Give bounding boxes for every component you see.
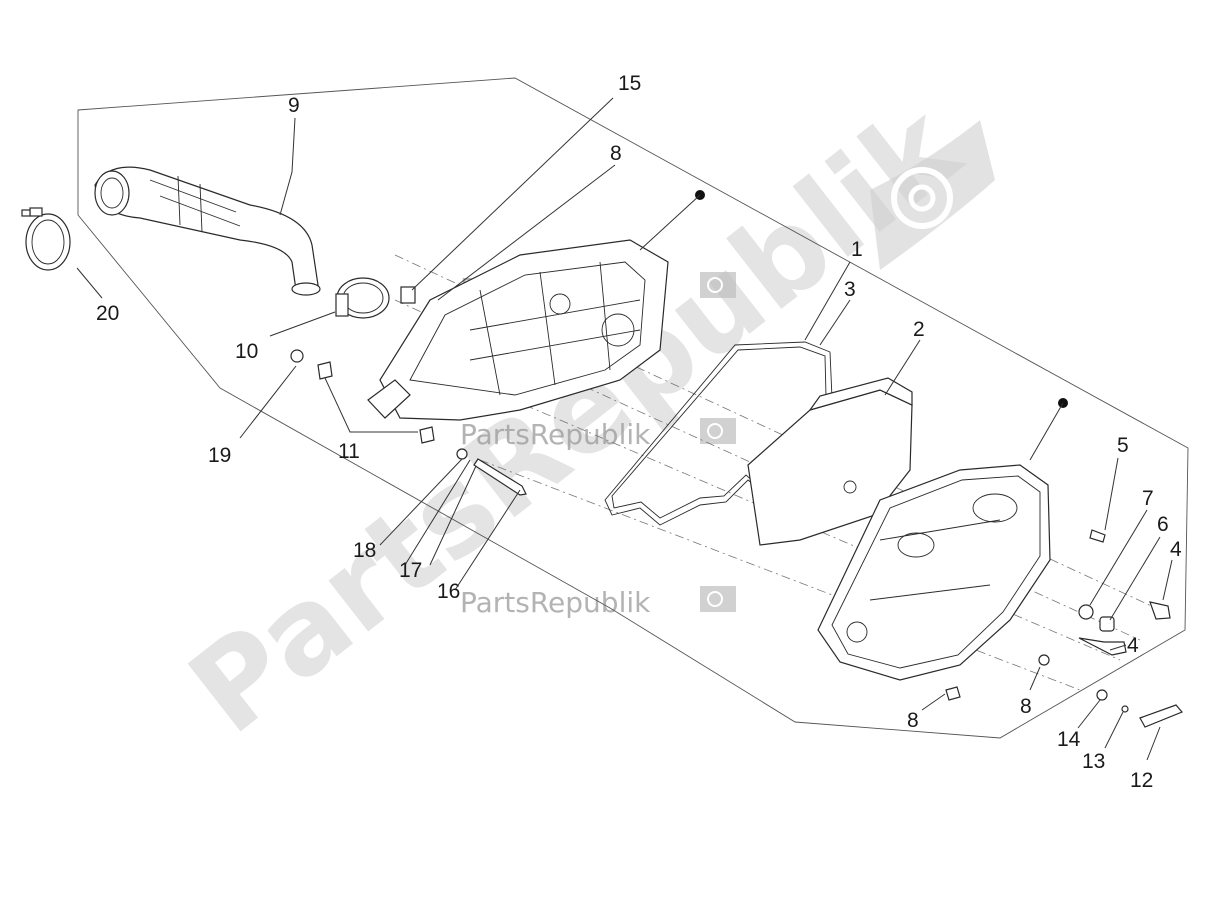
callout-16: 16 [437, 580, 460, 603]
callout-14: 14 [1057, 728, 1081, 751]
gear-icon [891, 167, 953, 229]
washer-14 [1096, 689, 1108, 701]
watermark-small-3: PartsRepublik [460, 586, 736, 619]
watermark-small-text-2: PartsRepublik [460, 418, 651, 451]
watermark-small-text-3: PartsRepublik [460, 586, 651, 619]
callout-labels: 1 2 3 4 4 5 6 7 8 8 8 9 10 11 12 13 14 1… [96, 72, 1182, 792]
spacer-11-b [419, 426, 435, 444]
ring-7 [1078, 604, 1094, 620]
callout-6: 6 [1157, 513, 1169, 536]
callout-2: 2 [913, 318, 925, 341]
flag-gear-icon [700, 272, 736, 298]
assembly-frame [77, 77, 1189, 739]
callout-4-b: 4 [1127, 634, 1139, 657]
callout-3: 3 [844, 278, 856, 301]
washer-18 [456, 448, 468, 460]
callout-8-c: 8 [907, 709, 919, 732]
grommet-8-mid [1038, 654, 1050, 666]
hose-clamp-20 [21, 207, 71, 271]
flag-gear-icon [700, 586, 736, 612]
callout-17: 17 [399, 559, 422, 582]
callout-12: 12 [1130, 769, 1153, 792]
washer-13 [1121, 705, 1129, 713]
callout-20: 20 [96, 302, 119, 325]
screw-4-a [1149, 601, 1171, 620]
air-filter-box-base [367, 239, 669, 421]
filter-element-2 [747, 377, 913, 546]
bolt-16 [473, 458, 527, 496]
callout-8-a: 8 [610, 142, 622, 165]
leader-lines [76, 97, 1173, 761]
callout-4-a: 4 [1170, 538, 1182, 561]
callout-10: 10 [235, 340, 258, 363]
callout-18: 18 [353, 539, 376, 562]
bolt-12 [1139, 704, 1183, 728]
callout-9: 9 [288, 94, 300, 117]
clip-15 [400, 286, 416, 304]
intake-duct [94, 166, 321, 296]
callout-5: 5 [1117, 434, 1129, 457]
screw-5 [1089, 529, 1106, 543]
screw-4-b [1078, 637, 1127, 656]
grommet-8-low [945, 686, 961, 701]
watermark-flag-icon [870, 120, 995, 270]
cap-6 [1099, 616, 1115, 632]
callout-1: 1 [851, 238, 863, 261]
flag-gear-icon [700, 418, 736, 444]
air-filter-cover [817, 464, 1051, 681]
callout-8-b: 8 [1020, 695, 1032, 718]
callout-15: 15 [618, 72, 641, 95]
callout-7: 7 [1142, 487, 1154, 510]
callout-19: 19 [208, 444, 231, 467]
spacer-11-a [317, 361, 333, 380]
hose-clamp-10 [335, 277, 390, 319]
watermark-small-2: PartsRepublik [460, 418, 736, 451]
callout-13: 13 [1082, 750, 1105, 773]
callout-11: 11 [338, 440, 360, 463]
bushing-19 [290, 349, 304, 363]
